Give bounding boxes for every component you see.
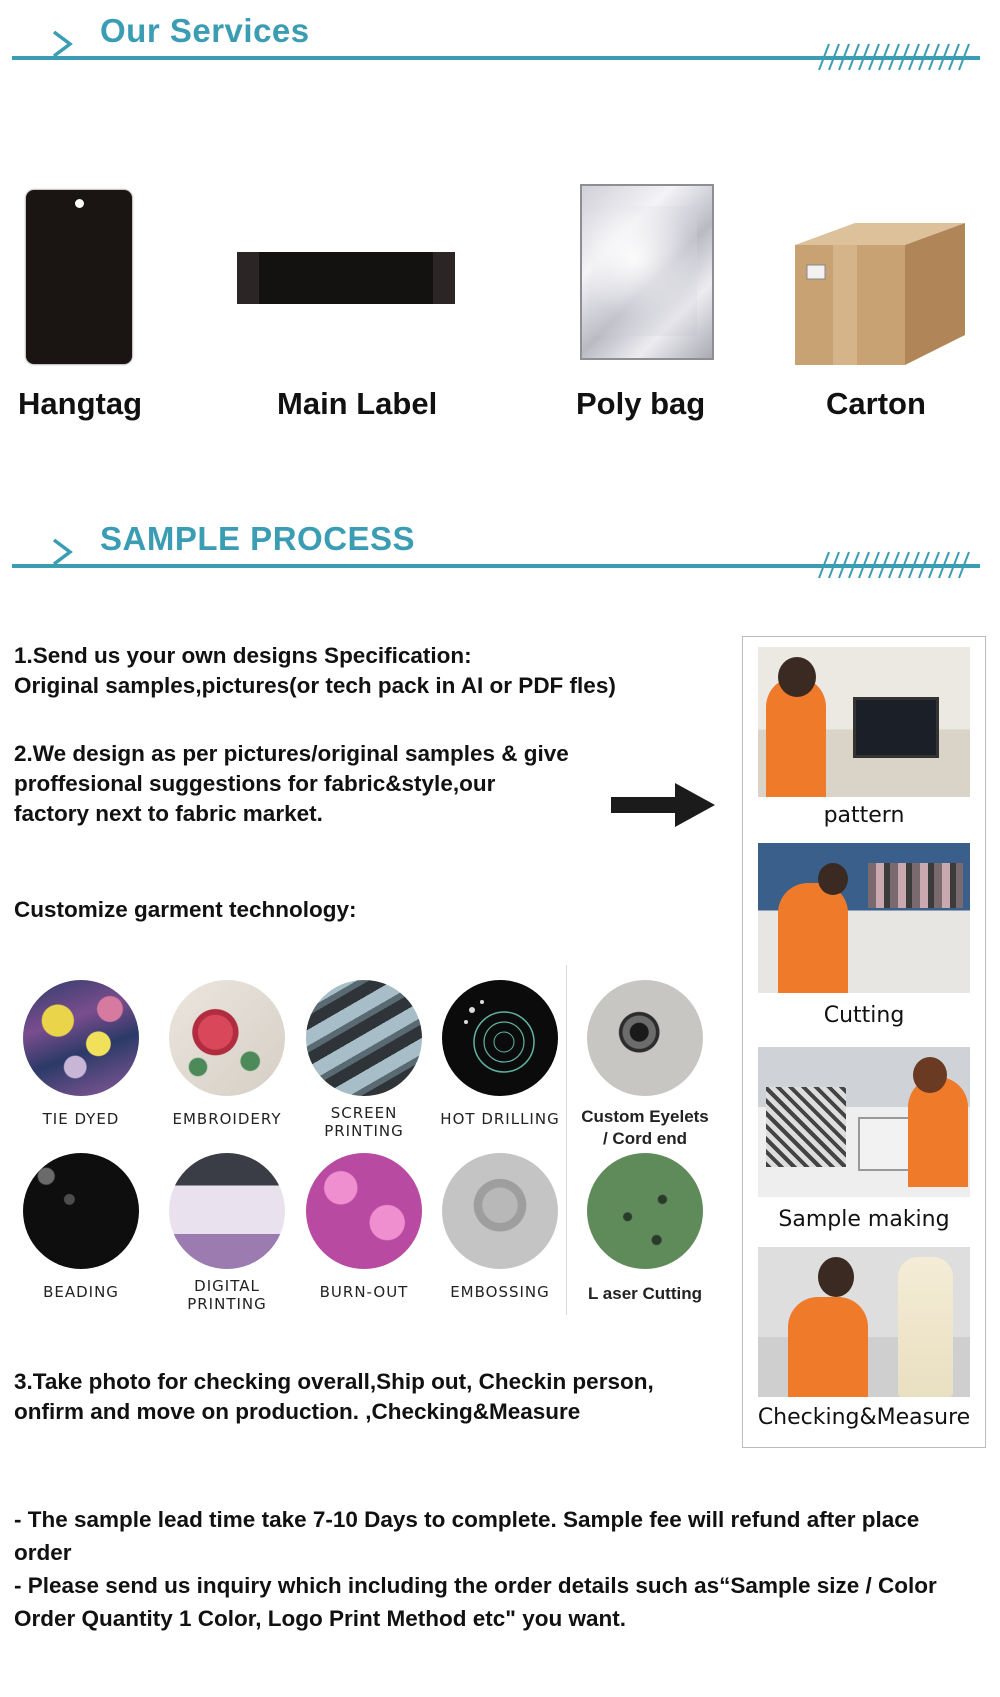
laser-cutting-swatch: [587, 1153, 703, 1269]
tech-label: HOT DRILLING: [440, 1110, 560, 1128]
note-line: - The sample lead time take 7-10 Days to…: [14, 1507, 920, 1532]
screen-printing-swatch: [306, 980, 422, 1096]
main-label-icon: [237, 252, 455, 304]
service-label-carton: Carton: [826, 386, 926, 421]
tech-label: TIE DYED: [42, 1110, 120, 1128]
cutting-photo: [758, 843, 970, 993]
eyelets-swatch: [587, 980, 703, 1096]
hangtag-icon: [26, 190, 132, 364]
tech-label: EMBROIDERY: [172, 1110, 282, 1128]
carton-box-icon: [795, 223, 965, 365]
sample-making-photo: [758, 1047, 970, 1197]
embossing-swatch: [442, 1153, 558, 1269]
tech-label: L aser Cutting: [588, 1284, 702, 1303]
tech-tie-dyed: TIE DYED: [11, 980, 151, 1128]
step-2-line: proffesional suggestions for fabric&styl…: [14, 771, 496, 796]
note-line: - Please send us inquiry which including…: [14, 1573, 937, 1598]
beading-swatch: [23, 1153, 139, 1269]
tech-label: DIGITAL: [194, 1277, 260, 1295]
step-3-text: 3.Take photo for checking overall,Ship o…: [14, 1367, 654, 1427]
tech-laser-cutting: L aser Cutting: [575, 1153, 715, 1305]
step-1-line: 1.Send us your own designs Specification…: [14, 643, 472, 668]
tech-label: Custom Eyelets: [581, 1107, 709, 1126]
tech-label: / Cord end: [602, 1129, 688, 1148]
process-title: SAMPLE PROCESS: [100, 520, 416, 557]
step-3-line: onfirm and move on production. ,Checking…: [14, 1399, 581, 1424]
tech-burn-out: BURN-OUT: [294, 1153, 434, 1301]
step-2-line: factory next to fabric market.: [14, 801, 323, 826]
tie-dyed-swatch: [23, 980, 139, 1096]
chevron-right-icon: [52, 30, 73, 58]
service-label-hangtag: Hangtag: [18, 386, 142, 421]
chevron-right-icon: [52, 538, 73, 566]
customize-title: Customize garment technology:: [14, 897, 357, 922]
note-line: Order Quantity 1 Color, Logo Print Metho…: [14, 1606, 626, 1631]
burn-out-swatch: [306, 1153, 422, 1269]
tech-label: PRINTING: [187, 1295, 267, 1313]
caption-cutting: Cutting: [823, 1003, 905, 1028]
process-header: SAMPLE PROCESS: [0, 520, 1000, 590]
tech-custom-eyelets: Custom Eyelets / Cord end: [575, 980, 715, 1150]
tech-embossing: EMBOSSING: [430, 1153, 570, 1301]
step-2-text: 2.We design as per pictures/original sam…: [14, 739, 569, 829]
caption-pattern: pattern: [823, 803, 905, 828]
arrow-right-icon: [611, 783, 715, 827]
embroidery-swatch: [169, 980, 285, 1096]
tech-hot-drilling: HOT DRILLING: [430, 980, 570, 1128]
hot-drilling-swatch: [442, 980, 558, 1096]
tech-label: BEADING: [43, 1283, 119, 1301]
tech-label: EMBOSSING: [450, 1283, 550, 1301]
step-2-line: 2.We design as per pictures/original sam…: [14, 741, 569, 766]
tech-divider: [566, 965, 567, 1315]
tech-label: BURN-OUT: [319, 1283, 409, 1301]
caption-sample-making: Sample making: [778, 1207, 950, 1232]
service-label-main-label: Main Label: [277, 386, 438, 421]
step-1-line: Original samples,pictures(or tech pack i…: [14, 673, 616, 698]
step-1-text: 1.Send us your own designs Specification…: [14, 641, 616, 701]
checking-photo: [758, 1247, 970, 1397]
services-divider: [12, 56, 980, 60]
note-line: order: [14, 1540, 72, 1565]
process-photo-panel: pattern Cutting Sample making Checking&M…: [742, 636, 986, 1448]
digital-printing-swatch: [169, 1153, 285, 1269]
notes: - The sample lead time take 7-10 Days to…: [14, 1503, 994, 1635]
tech-beading: BEADING: [11, 1153, 151, 1301]
tech-label: SCREEN: [330, 1104, 398, 1122]
services-header: Our Services: [0, 12, 1000, 82]
caption-checking-measure: Checking&Measure: [757, 1405, 971, 1430]
hatch-decoration: [818, 551, 970, 579]
poly-bag-icon: [580, 184, 714, 360]
tech-embroidery: EMBROIDERY: [157, 980, 297, 1128]
services-title: Our Services: [100, 12, 310, 49]
process-divider: [12, 564, 980, 568]
tech-digital-printing: DIGITAL PRINTING: [157, 1153, 297, 1313]
step-3-line: 3.Take photo for checking overall,Ship o…: [14, 1369, 654, 1394]
hatch-decoration: [818, 43, 970, 71]
tech-label: PRINTING: [324, 1122, 404, 1140]
service-label-poly-bag: Poly bag: [576, 386, 706, 421]
tech-screen-printing: SCREEN PRINTING: [294, 980, 434, 1140]
pattern-photo: [758, 647, 970, 797]
